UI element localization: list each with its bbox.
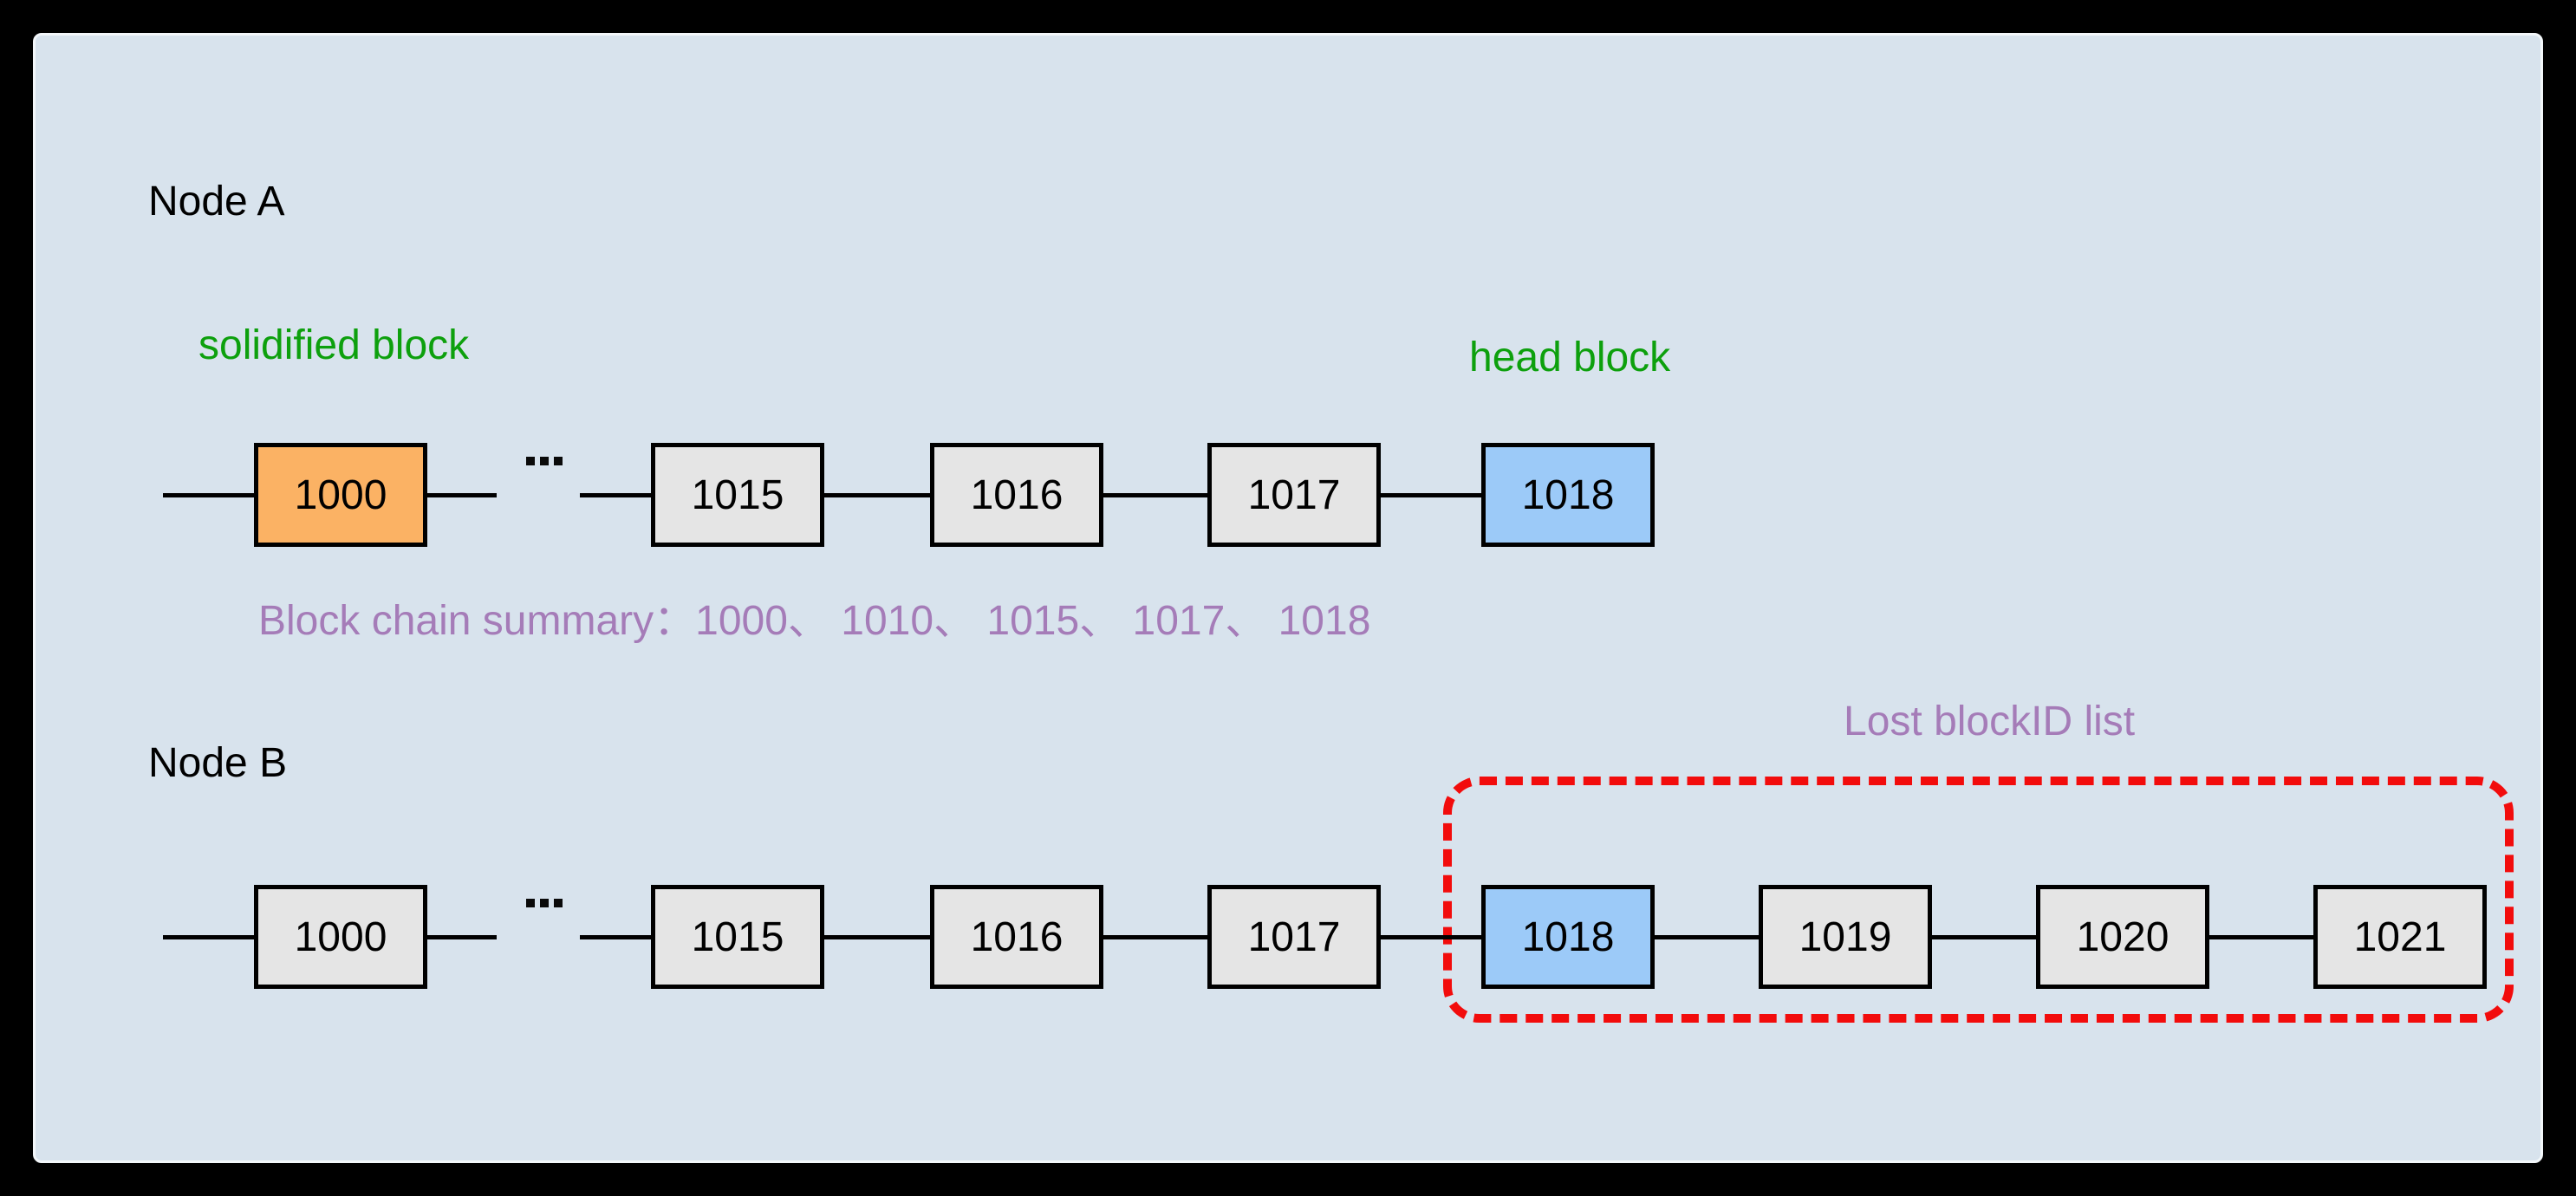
chain-wire <box>1103 493 1207 497</box>
chain-ellipsis-icon <box>526 899 563 907</box>
chain-block: 1017 <box>1207 443 1381 547</box>
chain-wire <box>824 493 930 497</box>
chain-block-solidified: 1000 <box>254 443 427 547</box>
chain-wire <box>1381 493 1481 497</box>
chain-block: 1016 <box>930 443 1103 547</box>
chain-wire <box>163 493 254 497</box>
lost-blockid-list-label: Lost blockID list <box>1844 699 2136 744</box>
chain-block: 1000 <box>254 885 427 989</box>
chain-block: 1017 <box>1207 885 1381 989</box>
solidified-block-label: solidified block <box>198 322 470 368</box>
chain-block: 1021 <box>2313 885 2487 989</box>
chain-block-head: 1018 <box>1481 885 1655 989</box>
lost-blockid-dashed-box <box>1443 777 2514 1023</box>
chain-wire <box>2209 935 2313 939</box>
chain-ellipsis-icon <box>526 457 563 465</box>
node-b-title: Node B <box>148 740 288 786</box>
chain-block: 1015 <box>651 443 824 547</box>
diagram-panel: Node A solidified block head block 1000 … <box>33 33 2543 1163</box>
chain-wire <box>1381 935 1481 939</box>
chain-block: 1016 <box>930 885 1103 989</box>
chain-wire <box>427 935 497 939</box>
chain-wire <box>580 493 651 497</box>
head-block-label: head block <box>1469 335 1671 380</box>
chain-block-head: 1018 <box>1481 443 1655 547</box>
chain-wire <box>163 935 254 939</box>
chain-wire <box>1932 935 2036 939</box>
chain-wire <box>1655 935 1759 939</box>
node-a-title: Node A <box>148 179 285 224</box>
chain-wire <box>427 493 497 497</box>
chain-block: 1020 <box>2036 885 2209 989</box>
chain-block: 1019 <box>1759 885 1932 989</box>
blockchain-summary-text: Block chain summary：1000、 1010、 1015、 10… <box>258 598 1371 644</box>
chain-wire <box>580 935 651 939</box>
chain-wire <box>1103 935 1207 939</box>
chain-wire <box>824 935 930 939</box>
chain-block: 1015 <box>651 885 824 989</box>
